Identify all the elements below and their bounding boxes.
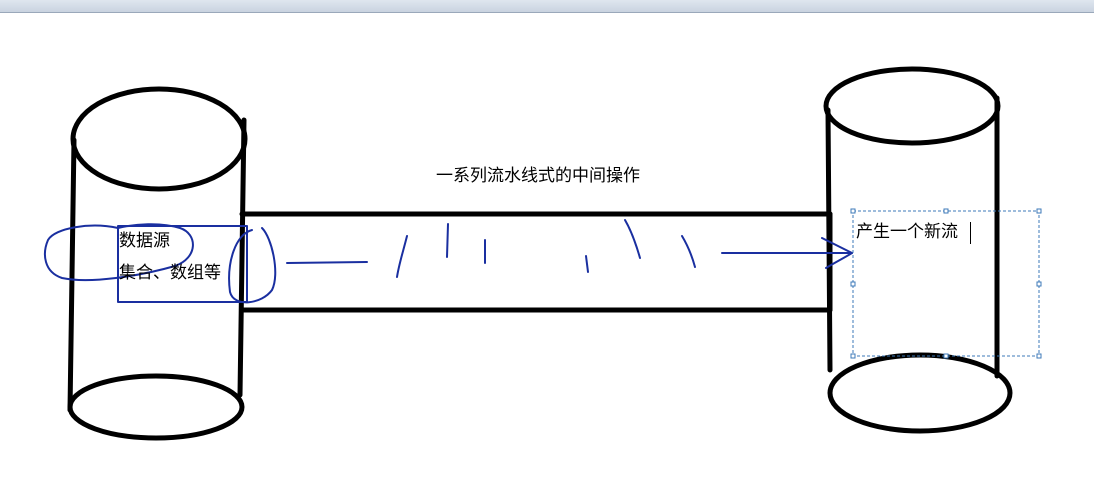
source-circle-mark: [44, 223, 194, 282]
resize-handle: [943, 353, 949, 359]
flow-arrow-head: [821, 237, 853, 269]
resize-handle: [850, 353, 856, 359]
result-text-selection[interactable]: [850, 208, 1042, 359]
result-label[interactable]: 产生一个新流: [856, 222, 958, 242]
resize-handle: [943, 208, 949, 214]
text-cursor: [970, 222, 971, 244]
flow-dash-6: [624, 219, 641, 259]
bracket-mark: [228, 227, 277, 304]
resize-handle: [850, 208, 856, 214]
resize-handle: [1036, 281, 1042, 287]
resize-handle: [1036, 353, 1042, 359]
window-top-bar: [0, 0, 1094, 13]
resize-handle: [1036, 208, 1042, 214]
result-cylinder: [823, 66, 1013, 434]
flow-dash-5: [585, 255, 589, 273]
flow-dash-3: [446, 223, 449, 258]
source-label: 数据源: [119, 231, 170, 251]
flow-dash-1: [286, 261, 368, 264]
source-cylinder: [67, 86, 248, 441]
resize-handle: [850, 281, 856, 287]
flow-dash-7: [681, 235, 696, 268]
pipeline-title: 一系列流水线式的中间操作: [436, 166, 640, 186]
flow-dash-2: [396, 235, 408, 278]
pen-annotations: [44, 219, 853, 304]
source-detail: 集合、数组等: [119, 263, 221, 283]
